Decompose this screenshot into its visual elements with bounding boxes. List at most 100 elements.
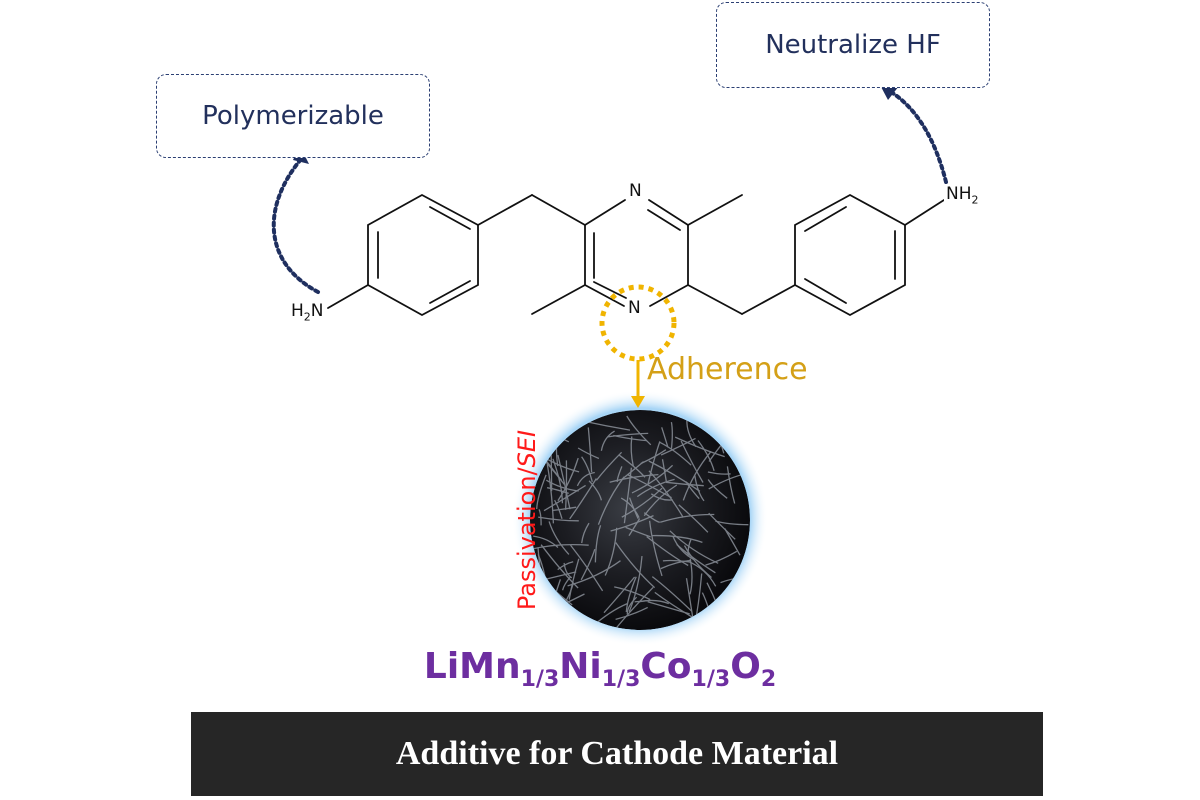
- particle-fiber: [540, 544, 579, 589]
- particle-fiber: [581, 522, 590, 544]
- particle-fiber: [707, 479, 728, 499]
- particle-fiber: [552, 506, 577, 512]
- right-amine-main: NH: [946, 184, 972, 204]
- particle-fiber: [554, 499, 563, 519]
- right-benzene-ring: [794, 193, 906, 317]
- right-amine-sub: 2: [971, 193, 979, 207]
- particle-fiber: [662, 559, 690, 563]
- particle-fiber: [546, 464, 555, 524]
- particle-fiber: [661, 459, 668, 483]
- particle-fiber: [628, 518, 641, 537]
- particle-fiber: [626, 596, 638, 615]
- adherence-label: Adherence: [647, 352, 808, 387]
- particle-fiber: [603, 576, 636, 614]
- particle-fiber: [647, 601, 690, 615]
- particle-fiber: [607, 432, 649, 438]
- pyrazine-nitrogen-bottom: N: [626, 298, 643, 318]
- particle-fiber: [705, 550, 738, 566]
- particle-fiber: [538, 509, 542, 526]
- particle-fiber: [666, 481, 704, 487]
- particle-fiber: [628, 556, 643, 613]
- right-amine-bond: [904, 199, 945, 226]
- particle-fiber: [600, 430, 615, 451]
- particle-fiber: [654, 591, 697, 620]
- particle-fiber: [660, 513, 715, 523]
- formula-sub: 1/3: [601, 667, 641, 693]
- particle-fiber: [557, 561, 574, 571]
- particle-fiber: [636, 478, 675, 498]
- left-amine-pre: H: [291, 301, 304, 321]
- left-amine-group: H2N: [289, 301, 326, 327]
- particle-fiber: [683, 545, 712, 579]
- sei-text: SEI: [513, 429, 541, 468]
- neutralize-arrow: [886, 88, 948, 184]
- particle-fiber: [707, 471, 731, 475]
- particle-fiber: [569, 478, 597, 520]
- particle-fiber: [626, 415, 652, 446]
- particle-fiber: [594, 525, 602, 563]
- left-amine-post: N: [310, 301, 324, 321]
- neutralize-hf-box: Neutralize HF: [716, 2, 990, 88]
- particle-fiber: [552, 458, 564, 504]
- particle-fiber: [640, 449, 667, 465]
- particle-fiber: [620, 497, 640, 518]
- cathode-formula: LiMn1/3Ni1/3Co1/3O2: [0, 646, 1200, 692]
- particle-fiber: [610, 515, 654, 532]
- particle-fiber: [588, 480, 603, 501]
- particle-fiber: [576, 471, 595, 487]
- particle-fiber: [650, 493, 673, 501]
- left-amine-sub: 2: [303, 310, 311, 324]
- particle-fiber: [568, 558, 580, 600]
- formula-part: Ni: [559, 646, 602, 687]
- molecule-structure: [327, 193, 945, 317]
- particle-fiber: [687, 539, 692, 557]
- particle-fiber: [685, 481, 700, 500]
- formula-part: LiMn: [423, 646, 521, 687]
- particle-fiber: [672, 535, 695, 561]
- particle-fiber: [646, 535, 689, 567]
- formula-part: Co: [640, 646, 692, 687]
- particle-fiber: [661, 427, 669, 448]
- particle-fiber: [631, 464, 674, 494]
- particle-fiber: [660, 559, 692, 570]
- polymerizable-arrow: [271, 156, 320, 294]
- particle-fiber: [548, 521, 570, 555]
- adherence-circle: [599, 284, 677, 362]
- particle-fiber: [726, 466, 736, 504]
- particle-fiber: [545, 479, 579, 492]
- particle-fiber: [536, 474, 547, 510]
- particle-fiber: [614, 586, 654, 630]
- formula-sub: 1/3: [691, 667, 731, 693]
- particle-fiber: [543, 484, 586, 512]
- particle-fiber: [533, 535, 559, 548]
- particle-fiber: [625, 526, 651, 538]
- particle-fiber: [616, 466, 623, 482]
- particle-fiber: [643, 484, 678, 517]
- particle-fiber: [682, 450, 712, 501]
- particle-fiber: [530, 543, 589, 551]
- polymerizable-label: Polymerizable: [202, 101, 384, 131]
- banner-title: Additive for Cathode Material: [395, 735, 839, 772]
- right-amine-group: NH2: [944, 184, 981, 210]
- left-amine-bond: [327, 284, 369, 309]
- particle-fiber: [581, 456, 593, 482]
- particle-fiber: [625, 576, 637, 613]
- particle-fiber: [686, 419, 697, 448]
- particle-fiber: [557, 457, 579, 502]
- left-benzene-ring: [367, 193, 479, 317]
- particle-fiber: [652, 534, 703, 544]
- polymerizable-box: Polymerizable: [156, 74, 430, 158]
- particle-fiber: [648, 470, 684, 518]
- particle-fiber: [597, 476, 625, 525]
- methyl-top: [687, 194, 743, 226]
- particle-fiber: [587, 427, 593, 473]
- particle-fiber: [577, 447, 600, 460]
- particle-fiber: [621, 487, 663, 518]
- particle-fiber: [614, 586, 651, 600]
- particle-fiber: [694, 475, 705, 502]
- particle-fiber: [561, 575, 572, 591]
- methyl-bottom: [531, 284, 586, 315]
- passivation-text: Passivation/: [513, 467, 541, 611]
- title-banner: Additive for Cathode Material: [191, 712, 1043, 796]
